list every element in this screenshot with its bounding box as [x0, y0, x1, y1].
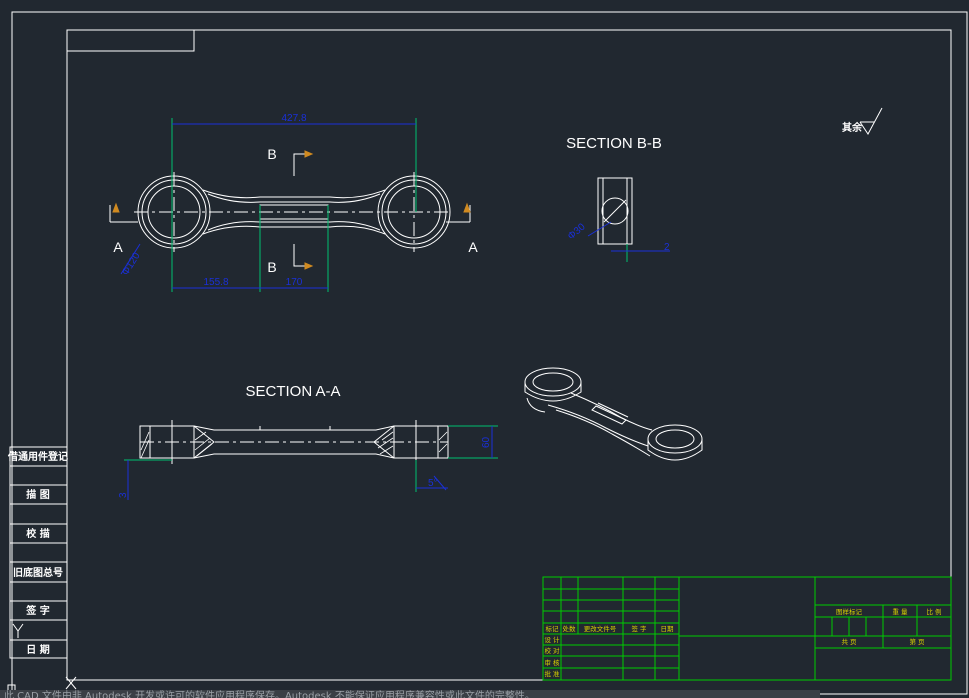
dim-chamfer: 5°: [428, 478, 438, 489]
side-registration-strip: [9, 446, 68, 659]
side-label-old-drawing-no: 旧底图总号: [13, 566, 63, 579]
cut-label-b-bottom: B: [267, 259, 276, 275]
dim-overall-length: 427.8: [281, 113, 306, 124]
section-aa-title: SECTION A-A: [245, 383, 340, 400]
cut-label-b-top: B: [267, 146, 276, 162]
side-label-trace: 描 图: [26, 488, 49, 501]
side-label-check-trace: 校 描: [26, 527, 49, 540]
top-view-dimension-lines: [120, 123, 416, 289]
title-header-signature: 签 字: [631, 624, 647, 633]
dim-slot-width: 170: [286, 277, 303, 288]
roughness-symbol: [859, 107, 883, 135]
title-sheet-number: 第 页: [909, 637, 925, 646]
cut-label-a-left: A: [113, 239, 123, 255]
title-block: [542, 576, 952, 681]
ucs-icon: [7, 623, 77, 693]
title-meta-drawing-mark: 图样标记: [836, 607, 863, 616]
title-sheet-total: 共 页: [841, 637, 857, 646]
title-role-proofread: 校 对: [544, 646, 560, 655]
title-header-count: 处数: [563, 624, 577, 633]
section-aa-dims: [124, 425, 498, 500]
status-bar-message: 此 CAD 文件由非 Autodesk 开发或许可的软件应用程序保存。Autod…: [4, 691, 535, 698]
title-role-design: 设 计: [544, 635, 560, 644]
dim-hole-diameter: Φ120: [120, 250, 143, 277]
title-header-mark: 标记: [546, 624, 560, 633]
section-bb-view: [597, 177, 633, 245]
side-label-signature: 签 字: [25, 604, 49, 617]
cut-label-a-right: A: [468, 239, 478, 255]
isometric-view: [524, 367, 703, 461]
title-meta-weight: 重 量: [892, 608, 908, 616]
side-label-date: 日 期: [26, 643, 49, 656]
section-aa-view: [139, 420, 449, 464]
dim-offset-left: 155.8: [203, 277, 228, 288]
section-aa-hatch: [140, 431, 448, 459]
title-header-change-doc: 更改文件号: [584, 624, 617, 633]
top-view-extension-lines: [171, 118, 417, 292]
dim-depth-small: 3: [118, 492, 129, 498]
dim-section-offset: 2: [664, 242, 670, 253]
title-header-date: 日期: [661, 625, 675, 633]
sheet-frame: [11, 11, 968, 695]
roughness-note: 其余: [842, 121, 863, 134]
side-label-register: 借通用件登记: [7, 450, 68, 463]
cut-arrows: [112, 150, 471, 270]
title-role-approve: 批 准: [544, 669, 560, 678]
title-role-review: 审 核: [544, 658, 560, 667]
title-meta-scale: 比 例: [926, 607, 941, 616]
status-bar: 此 CAD 文件由非 Autodesk 开发或许可的软件应用程序保存。Autod…: [0, 690, 820, 698]
section-bb-dims: [587, 221, 670, 262]
section-bb-title: SECTION B-B: [566, 135, 662, 152]
dim-section-hole: Φ30: [566, 221, 588, 242]
dim-thickness: 60: [481, 436, 492, 448]
